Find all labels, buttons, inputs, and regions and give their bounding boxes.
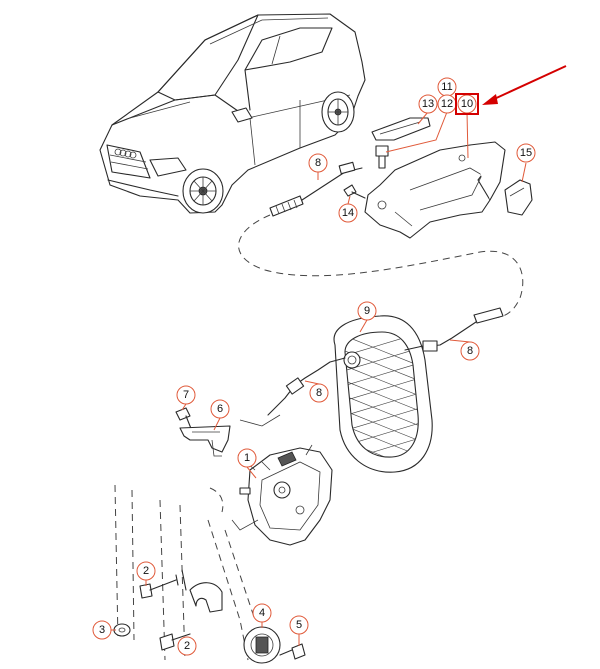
callout-label: 7 [183, 389, 189, 401]
door-handle-assembly [269, 117, 533, 239]
callout-label: 6 [217, 403, 223, 415]
callout-label: 14 [342, 207, 354, 219]
callout-6: 6 [210, 399, 230, 419]
callout-label: 15 [520, 147, 532, 159]
callout-1: 1 [237, 448, 257, 468]
bracket-assembly [175, 407, 231, 457]
callout-10-highlighted: 10 [455, 93, 479, 115]
callout-7: 7 [176, 385, 196, 405]
callout-label: 8 [315, 157, 321, 169]
highlight-box [455, 93, 479, 115]
callout-8-top: 8 [308, 153, 328, 173]
callout-label: 8 [467, 345, 473, 357]
callout-label: 10 [461, 98, 473, 110]
fasteners [113, 569, 306, 664]
callout-label: 11 [441, 81, 452, 93]
cable-middle [404, 307, 504, 352]
callout-label: 13 [422, 98, 434, 110]
callout-9: 9 [357, 301, 377, 321]
callout-2-upper: 2 [136, 561, 156, 581]
callout-15: 15 [516, 143, 536, 163]
callout-label: 4 [259, 607, 265, 619]
door-frame [114, 454, 256, 661]
callout-label: 9 [364, 305, 370, 317]
handle-recess [333, 315, 433, 473]
callout-14: 14 [338, 203, 358, 223]
cable-lower [239, 357, 346, 427]
callout-label: 2 [143, 565, 149, 577]
callout-2-lower: 2 [177, 636, 197, 656]
callout-12: 12 [437, 94, 457, 114]
door-latch [231, 444, 333, 546]
callout-5: 5 [289, 615, 309, 635]
car-illustration [99, 13, 366, 214]
callout-8-right: 8 [460, 341, 480, 361]
callout-4: 4 [252, 603, 272, 623]
highlight-arrow [482, 65, 567, 105]
callout-label: 5 [296, 619, 302, 631]
callout-3: 3 [92, 620, 112, 640]
callout-label: 2 [184, 640, 190, 652]
callout-label: 8 [316, 387, 322, 399]
leader-lines [111, 92, 527, 647]
callout-label: 1 [244, 452, 250, 464]
callout-8-left: 8 [309, 383, 329, 403]
callout-13: 13 [418, 94, 438, 114]
cable-route [238, 214, 524, 319]
callout-label: 3 [99, 624, 105, 636]
callout-label: 12 [441, 98, 453, 110]
callout-11: 11 [437, 77, 457, 97]
